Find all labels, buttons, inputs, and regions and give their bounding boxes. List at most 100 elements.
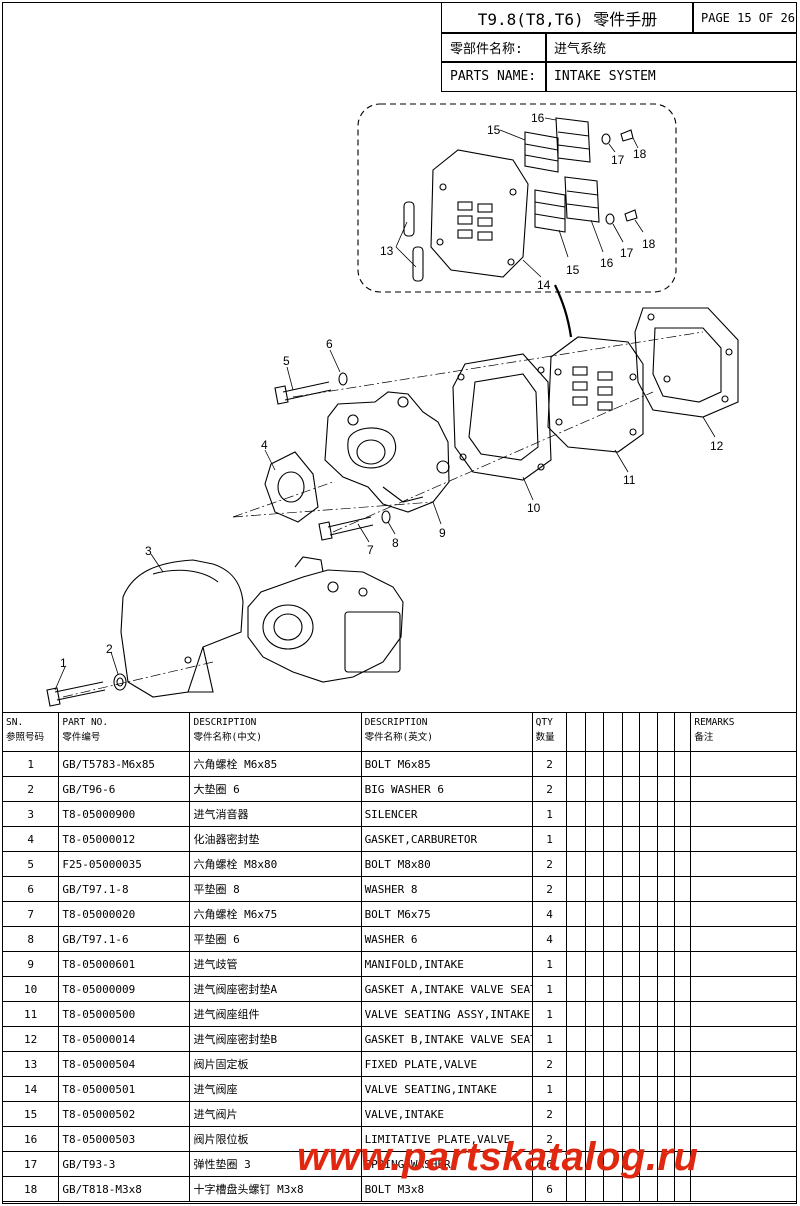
cell-remarks [690, 826, 797, 852]
cell-desc-en: VALVE SEATING,INTAKE [360, 1076, 533, 1102]
cell-desc-en: LIMITATIVE PLATE,VALVE [360, 1126, 533, 1152]
cell-blank [603, 801, 623, 827]
cell-blank [566, 1051, 586, 1077]
bolts-upper [274, 372, 348, 405]
carburetor [247, 556, 404, 683]
cell-desc-cn: 平垫圈 6 [189, 926, 362, 952]
cell-qty: 1 [531, 801, 568, 827]
cell-remarks [690, 976, 797, 1002]
cell-qty: 6 [531, 1151, 568, 1177]
cell-qty: 1 [531, 1001, 568, 1027]
cell-blank [639, 826, 658, 852]
valve-seating-inset [430, 149, 529, 278]
cell-blank [621, 951, 641, 977]
cell-blank [639, 901, 658, 927]
cell-remarks [690, 751, 797, 777]
callout-8: 8 [392, 536, 399, 550]
cell-desc-cn: 进气歧管 [189, 951, 362, 977]
cell-blank [639, 1076, 658, 1102]
cell-desc-cn: 阀片固定板 [189, 1051, 362, 1077]
cell-sn: 3 [1, 801, 60, 827]
cell-blank [566, 1026, 586, 1052]
cell-desc-en: SILENCER [360, 801, 533, 827]
cell-sn: 8 [1, 926, 60, 952]
cell-blank [566, 951, 586, 977]
cell-blank [621, 976, 641, 1002]
cell-blank [674, 1001, 692, 1027]
header-blank [674, 712, 692, 752]
page-indicator: PAGE 15 OF 26 [692, 2, 797, 34]
cell-qty: 2 [531, 1051, 568, 1077]
cell-blank [639, 876, 658, 902]
cell-desc-en: GASKET B,INTAKE VALVE SEATING [360, 1026, 533, 1052]
cell-blank [566, 1001, 586, 1027]
cell-desc-cn: 进气阀座密封垫B [189, 1026, 362, 1052]
cell-blank [656, 1001, 676, 1027]
cell-blank [603, 851, 623, 877]
cell-blank [656, 951, 676, 977]
gasket-b [634, 307, 739, 418]
cell-sn: 7 [1, 901, 60, 927]
cell-blank [639, 1001, 658, 1027]
cell-blank [603, 901, 623, 927]
cell-blank [566, 826, 586, 852]
cell-part-no: T8-05000501 [58, 1076, 191, 1102]
callout-5: 5 [283, 354, 290, 368]
exploded-view-drawing: 1 2 3 4 5 6 7 8 9 10 11 12 13 14 15 15 1… [3, 92, 796, 712]
cell-qty: 1 [531, 826, 568, 852]
bolt-lower-left [46, 673, 127, 707]
inset-detail-box [357, 103, 677, 293]
cell-blank [603, 951, 623, 977]
callout-18-top: 18 [633, 147, 647, 161]
cell-blank [621, 1026, 641, 1052]
cell-blank [656, 826, 676, 852]
cell-blank [621, 1076, 641, 1102]
cell-part-no: T8-05000012 [58, 826, 191, 852]
cell-remarks [690, 851, 797, 877]
cell-qty: 6 [531, 1176, 568, 1202]
cell-part-no: T8-05000020 [58, 901, 191, 927]
cell-blank [603, 1076, 623, 1102]
cell-desc-en: WASHER 6 [360, 926, 533, 952]
cell-desc-cn: 十字槽盘头螺钉 M3x8 [189, 1176, 362, 1202]
cell-desc-cn: 六角螺栓 M8x80 [189, 851, 362, 877]
intake-manifold [324, 391, 450, 513]
cell-blank [584, 901, 605, 927]
title-block: T9.8(T8,T6) 零件手册 PAGE 15 OF 26 零部件名称: 进气… [441, 2, 797, 92]
cell-qty: 4 [531, 926, 568, 952]
header-blank [566, 712, 586, 752]
cell-part-no: T8-05000900 [58, 801, 191, 827]
cell-qty: 1 [531, 1076, 568, 1102]
cell-blank [621, 776, 641, 802]
cell-blank [674, 1051, 692, 1077]
cell-blank [656, 1076, 676, 1102]
inset-connector [554, 284, 573, 338]
cell-sn: 14 [1, 1076, 60, 1102]
callout-16-bottom: 16 [600, 256, 614, 270]
cell-desc-cn: 进气阀座 [189, 1076, 362, 1102]
carburetor-gasket [264, 451, 319, 523]
cell-desc-en: GASKET,CARBURETOR [360, 826, 533, 852]
callout-13: 13 [380, 244, 394, 258]
cell-desc-cn: 进气消音器 [189, 801, 362, 827]
cell-desc-en: WASHER 8 [360, 876, 533, 902]
cell-desc-en: BOLT M3x8 [360, 1176, 533, 1202]
limit-plates-inset [555, 117, 600, 223]
cell-part-no: T8-05000014 [58, 1026, 191, 1052]
cell-part-no: T8-05000601 [58, 951, 191, 977]
cell-remarks [690, 1076, 797, 1102]
cell-blank [603, 1001, 623, 1027]
silencer [120, 559, 244, 698]
header-blank [639, 712, 658, 752]
en-name-label: PARTS NAME: [441, 61, 547, 92]
cell-qty: 1 [531, 951, 568, 977]
cell-desc-en: BIG WASHER 6 [360, 776, 533, 802]
cell-blank [656, 1101, 676, 1127]
